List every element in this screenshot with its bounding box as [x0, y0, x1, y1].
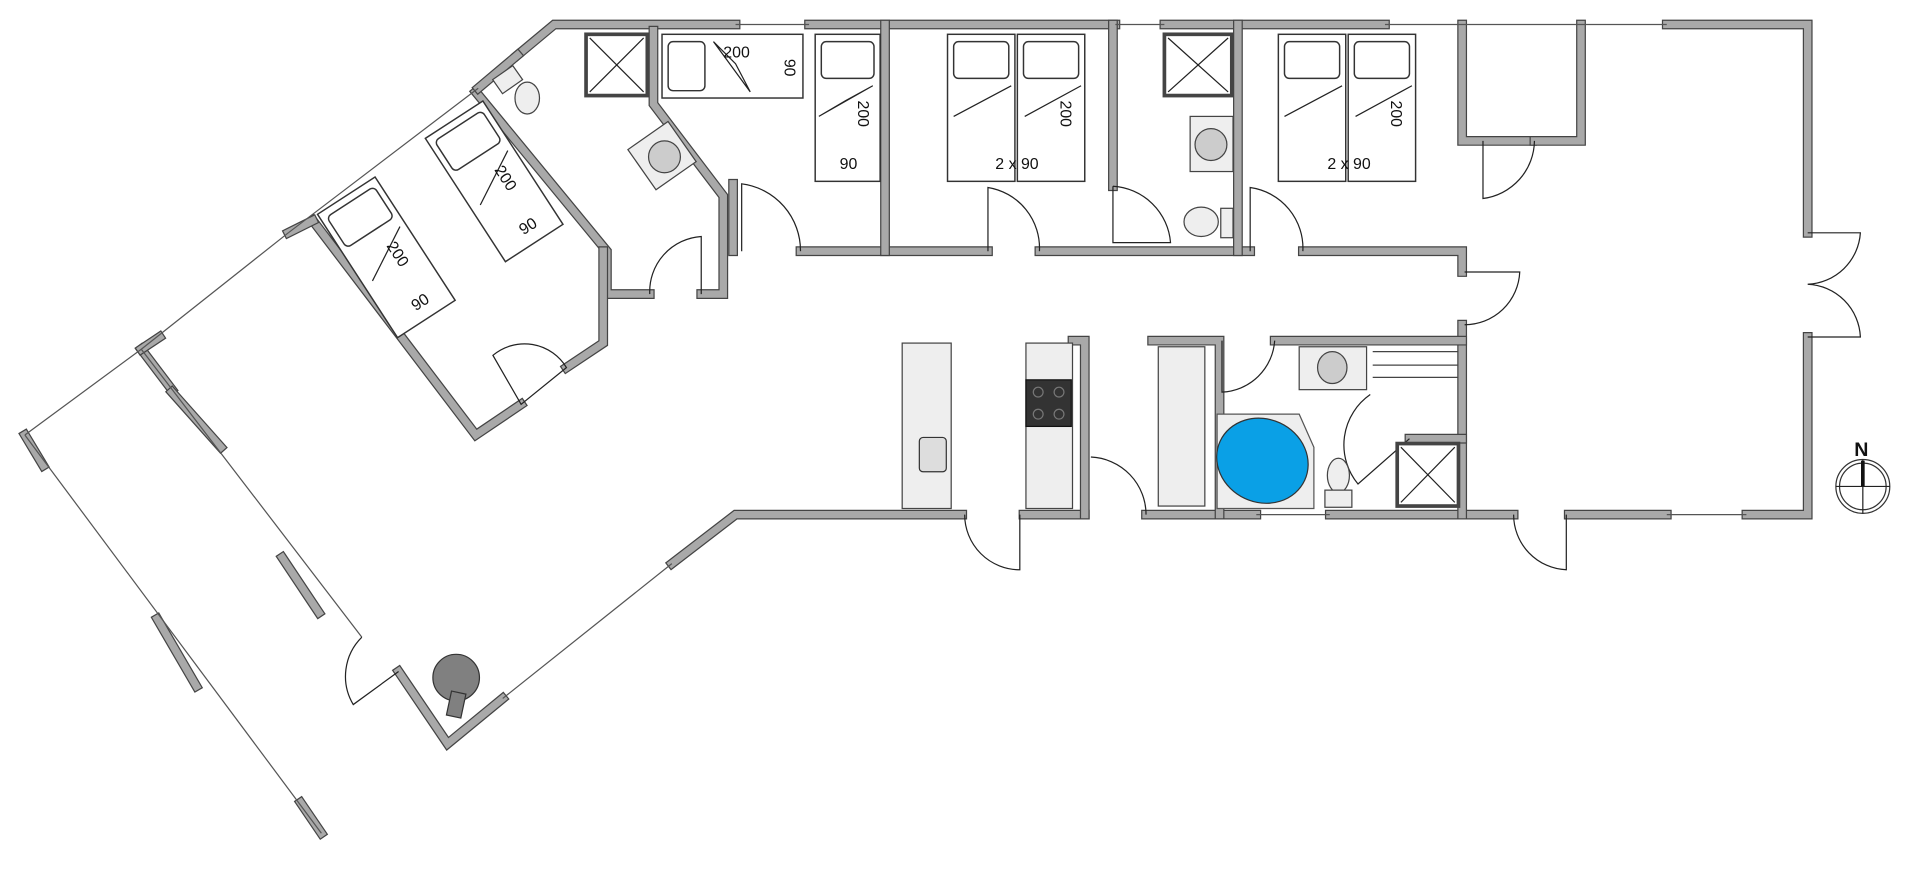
wall: [561, 247, 607, 373]
wall: [166, 386, 227, 453]
wall: [664, 509, 968, 571]
door[interactable]: [1464, 271, 1521, 326]
wall: [277, 552, 325, 618]
doors: [344, 140, 1862, 706]
sink-icon: [647, 140, 682, 174]
wall: [283, 215, 318, 238]
wall: [512, 20, 740, 61]
shower-icon: [584, 32, 650, 98]
wall: [1530, 20, 1585, 145]
door[interactable]: [1249, 186, 1304, 252]
door[interactable]: [987, 186, 1041, 252]
wall: [1529, 19, 1586, 146]
bed-width: 90: [781, 59, 798, 77]
bed-width: 90: [840, 156, 858, 173]
door[interactable]: [1513, 514, 1567, 571]
stove-icon: [1025, 379, 1072, 428]
kitchen-island: [901, 342, 952, 510]
bed-width: 2 x 90: [1327, 156, 1370, 173]
wall: [666, 510, 966, 569]
toilet-icon: [514, 81, 541, 115]
bed: 200 90: [814, 33, 881, 183]
bed-length: 200: [1056, 100, 1073, 127]
door[interactable]: [1221, 340, 1276, 393]
wall: [473, 49, 523, 94]
door[interactable]: [964, 514, 1021, 571]
toilet-icon: [1183, 206, 1219, 238]
bed-pair: 200 2 x 90: [946, 33, 1086, 183]
bed-length: 200: [723, 45, 750, 62]
compass-north-label: N: [1854, 439, 1868, 461]
window: [24, 434, 322, 834]
door[interactable]: [1482, 140, 1536, 200]
door[interactable]: [344, 636, 399, 706]
door[interactable]: [741, 183, 802, 252]
door[interactable]: [1343, 394, 1410, 485]
toilet-icon: [1326, 457, 1351, 494]
bathroom-2: [1157, 346, 1461, 510]
window: [287, 87, 479, 234]
door[interactable]: [1112, 185, 1172, 244]
bathtub-basin: [1216, 417, 1309, 504]
window: [140, 348, 363, 638]
door[interactable]: [1807, 232, 1862, 338]
bed-width: 90: [516, 215, 540, 239]
shower-icon: [1395, 441, 1461, 508]
window: [140, 232, 289, 350]
sink-icon: [1316, 351, 1348, 385]
bed: 200 90: [661, 33, 804, 99]
sink-icon: [1194, 128, 1228, 162]
window: [24, 348, 142, 436]
bed-length: 200: [1387, 100, 1404, 127]
bathroom-3: [1162, 32, 1234, 239]
wall: [1741, 332, 1813, 520]
wall: [1661, 19, 1813, 238]
wall: [649, 26, 727, 298]
bed: 200 90: [424, 99, 564, 263]
bed-width: 2 x 90: [995, 156, 1038, 173]
windows: [24, 23, 1747, 834]
door[interactable]: [492, 343, 568, 406]
kitchen-sink: [918, 436, 947, 473]
wall: [1457, 19, 1537, 146]
bed: 200 90: [316, 175, 457, 339]
wall: [1742, 333, 1812, 519]
fireplace-icon: [432, 653, 481, 719]
bed-width: 90: [409, 291, 433, 315]
wall: [152, 613, 202, 692]
wall: [1663, 20, 1812, 237]
wall: [1299, 247, 1466, 276]
door[interactable]: [649, 235, 702, 295]
bed-length: 200: [854, 100, 871, 127]
bathroom-1: [491, 32, 698, 191]
kitchen: [901, 342, 1074, 510]
window: [502, 563, 673, 699]
bed-pair: 200 2 x 90: [1277, 33, 1417, 183]
counter: [1157, 346, 1206, 507]
wall: [1458, 20, 1536, 145]
wall: [393, 666, 508, 750]
compass-icon: N: [1835, 439, 1891, 515]
shower-icon: [1162, 32, 1234, 98]
wall: [1068, 336, 1089, 519]
door[interactable]: [1090, 456, 1147, 515]
